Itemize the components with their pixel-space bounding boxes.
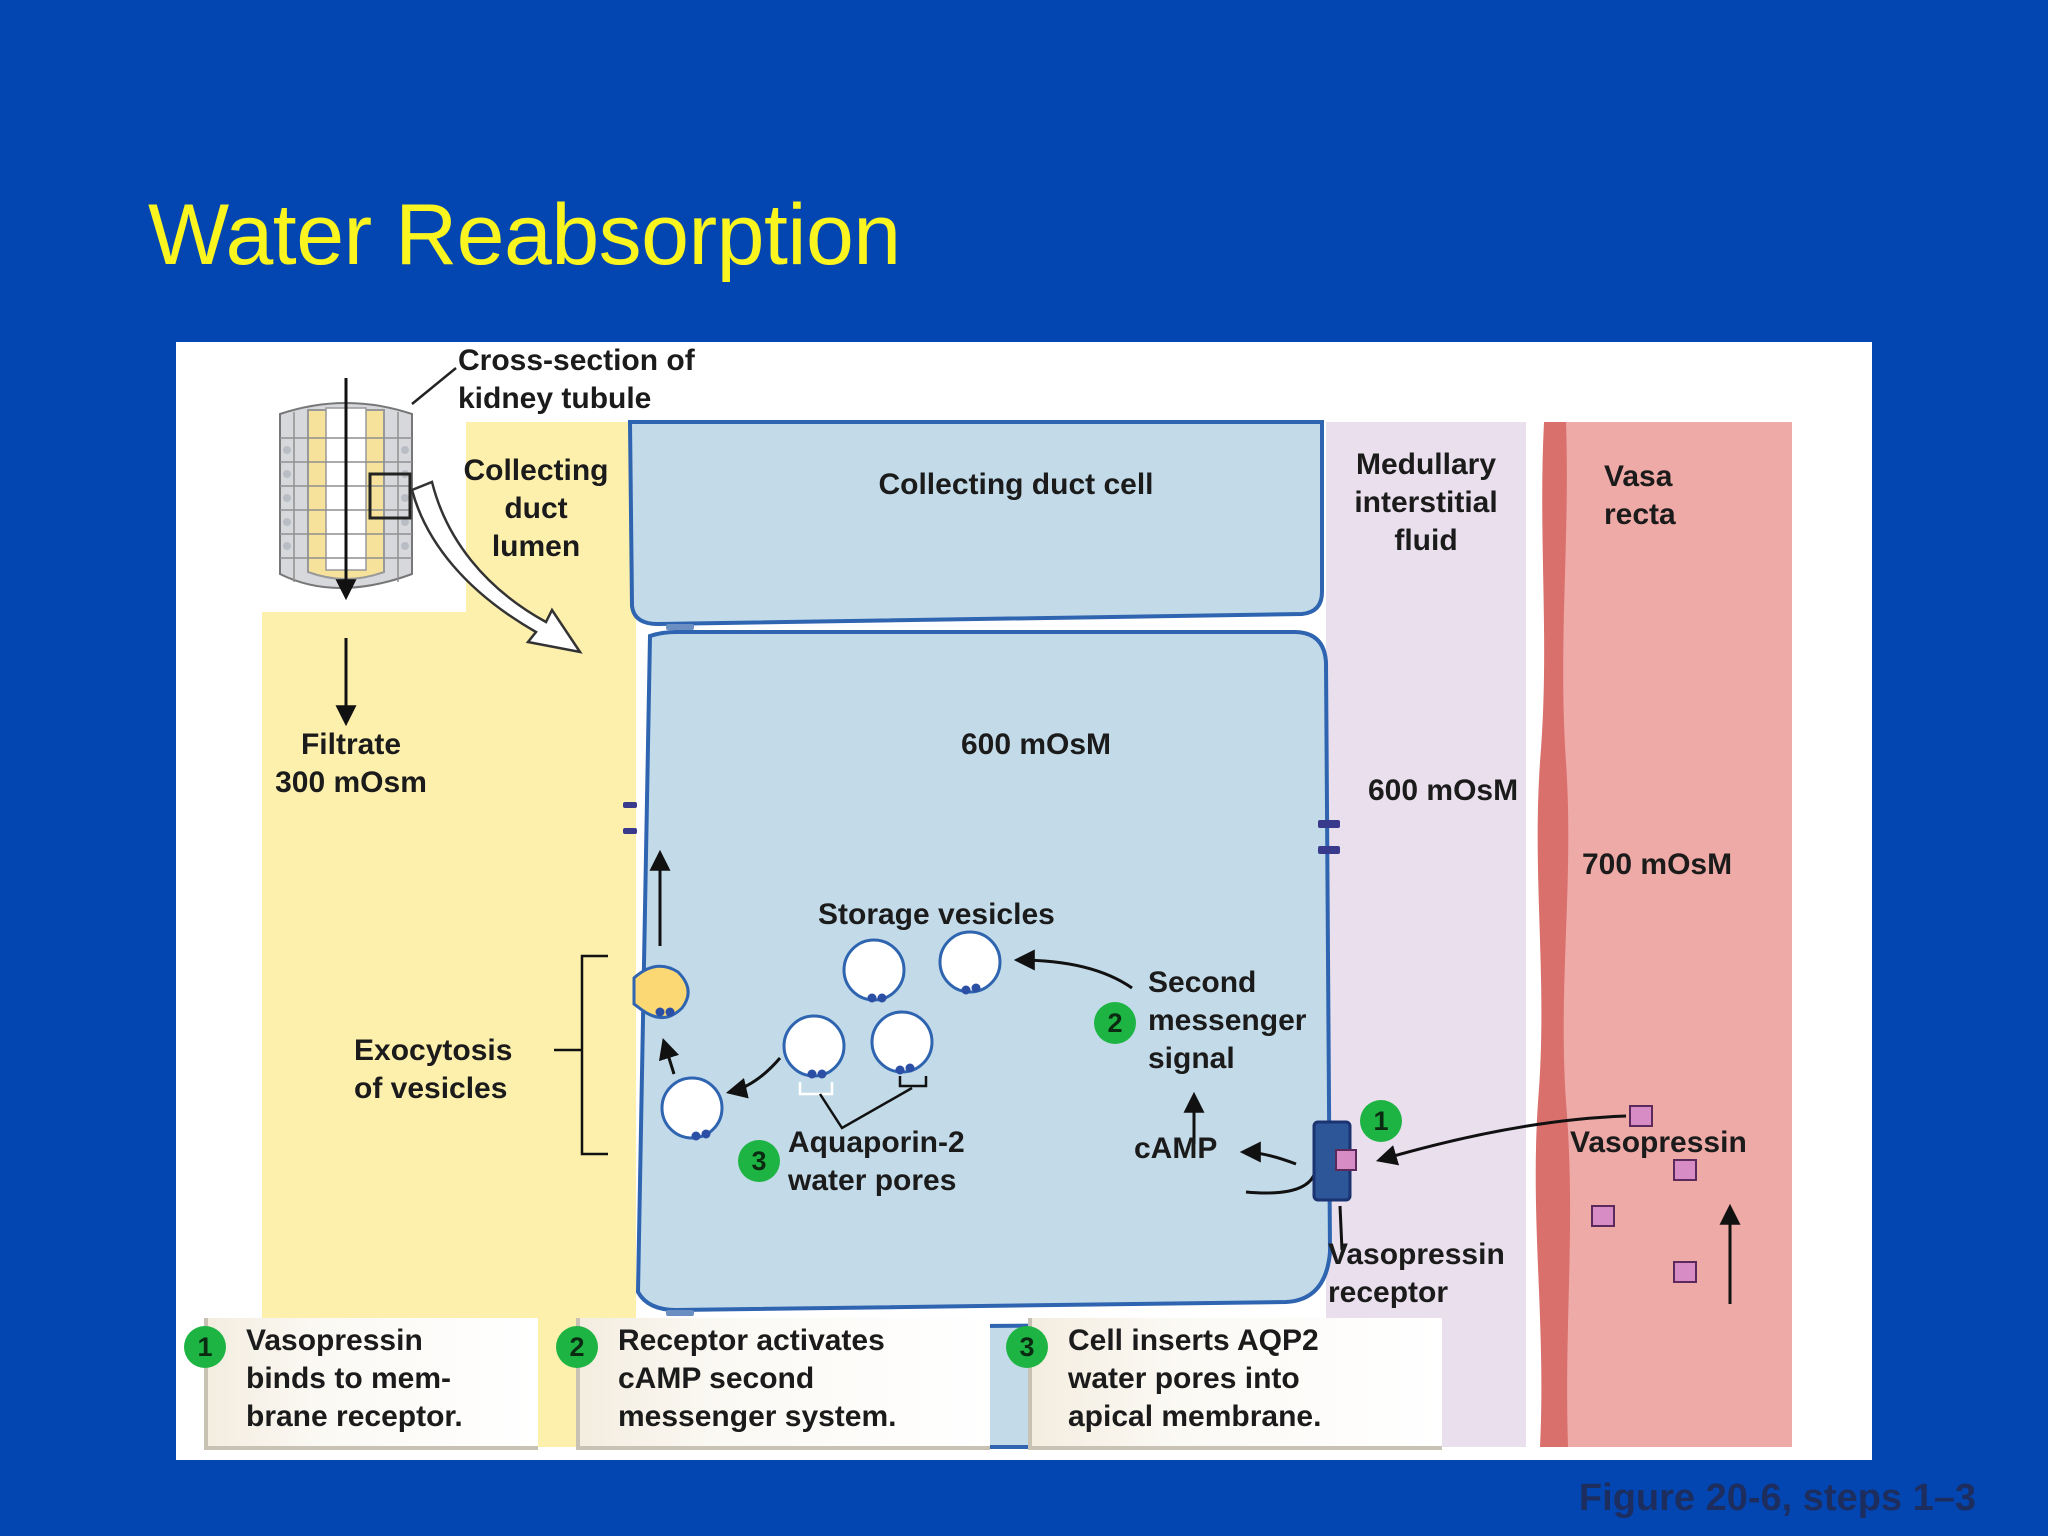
diagram-canvas	[262, 367, 1792, 1449]
step-1-badge: 1	[1360, 1100, 1402, 1142]
vasa-recta-wall	[1535, 422, 1571, 1447]
vasa-recta-label: Vasa recta	[1604, 460, 1676, 531]
interstitial-region	[1326, 422, 1526, 1447]
vesicles	[660, 930, 1002, 1140]
lumen-label: Collecting duct lumen	[463, 454, 609, 563]
aquaporin-dots	[691, 983, 981, 1141]
figure-caption: Figure 20-6, steps 1–3	[1578, 1477, 1976, 1519]
exocytosis-label: Exocytosis of vesicles	[354, 1034, 513, 1105]
step-1-box	[204, 1318, 538, 1450]
step-3-box	[1028, 1318, 1442, 1450]
interstitial-label: Medullary interstitial fluid	[1354, 448, 1498, 557]
cell-osmolarity: 600 mOsM	[960, 728, 1112, 761]
exocytosis-bracket	[580, 954, 608, 1156]
filtrate-label: Filtrate 300 mOsm	[275, 728, 427, 799]
receptor-label: Vasopressin receptor	[1328, 1238, 1505, 1309]
step-1-text: Vasopressin binds to mem- brane receptor…	[246, 1324, 463, 1433]
bound-vasopressin	[1335, 1149, 1357, 1171]
diagram-figure: Cross-section of kidney tubule Collectin…	[176, 342, 1872, 1460]
step-2-box	[576, 1318, 990, 1450]
aquaporin-label: Aquaporin-2 water pores	[788, 1126, 965, 1197]
tight-junctions	[623, 624, 1340, 1316]
legend-step-2-badge: 2	[556, 1326, 598, 1368]
vasa-recta-region	[1556, 422, 1792, 1447]
step-2-text: Receptor activates cAMP second messenger…	[618, 1324, 897, 1433]
step-3-text: Cell inserts AQP2 water pores into apica…	[1068, 1324, 1322, 1433]
slide-title: Water Reabsorption	[148, 187, 901, 283]
vasa-recta-osmolarity: 700 mOsM	[1582, 848, 1733, 881]
lumen-region	[262, 422, 636, 1447]
legend-step-1-badge: 1	[184, 1326, 226, 1368]
step-2-badge: 2	[1094, 1002, 1136, 1044]
zoom-arrow	[410, 480, 583, 654]
vasopressin-label: Vasopressin	[1570, 1126, 1747, 1159]
legend-step-3-badge: 3	[1006, 1326, 1048, 1368]
camp-label: cAMP	[1134, 1132, 1218, 1165]
upper-duct-cell	[627, 420, 1324, 627]
interstitial-osmolarity: 600 mOsM	[1368, 774, 1519, 807]
duct-cell-label: Collecting duct cell	[878, 468, 1154, 501]
vasopressin-molecules	[1591, 1105, 1697, 1283]
cross-section-label: Cross-section of kidney tubule	[458, 344, 695, 415]
storage-vesicles-label: Storage vesicles	[818, 898, 1055, 931]
fusing-vesicle	[632, 964, 690, 1019]
tubule-cross-section	[276, 367, 466, 612]
step-3-badge: 3	[738, 1140, 780, 1182]
second-messenger-label: Second messenger signal	[1148, 966, 1307, 1075]
